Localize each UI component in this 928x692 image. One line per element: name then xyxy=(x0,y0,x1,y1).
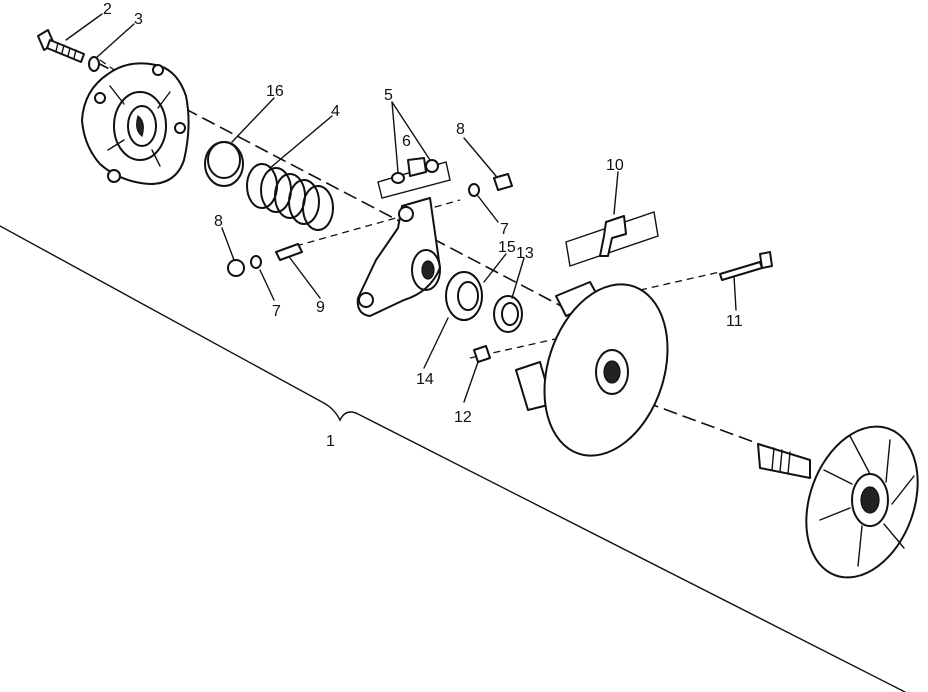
bolt-11 xyxy=(719,261,763,281)
callout-15: 15 xyxy=(498,239,516,256)
callout-5: 5 xyxy=(384,87,393,104)
callout-14: 14 xyxy=(416,371,434,388)
callout-1: 1 xyxy=(326,433,335,450)
pin-8-left xyxy=(227,259,245,277)
pin-axis xyxy=(295,199,461,247)
callout-6: 6 xyxy=(402,133,411,150)
bolt11-axis xyxy=(639,271,721,291)
callout-11: 11 xyxy=(726,313,743,330)
bolt-11-head xyxy=(759,251,773,269)
callout-10: 10 xyxy=(606,157,624,174)
bushing-15-14 xyxy=(445,271,483,321)
leader-lines xyxy=(65,13,737,403)
roller-9 xyxy=(275,243,303,261)
callout-8-top: 8 xyxy=(456,121,465,138)
cover-housing xyxy=(81,62,190,185)
callout-7-left: 7 xyxy=(272,303,281,320)
nut-12 xyxy=(473,345,491,363)
moveable-sheave xyxy=(515,281,669,457)
ring-16 xyxy=(204,141,244,187)
callout-7-right: 7 xyxy=(500,221,509,238)
washer-7-left xyxy=(250,255,262,269)
washer-3 xyxy=(88,56,100,72)
part-10 xyxy=(565,211,659,267)
callout-12: 12 xyxy=(454,409,472,426)
bolt-2 xyxy=(37,29,85,63)
parts-5-6 xyxy=(377,157,451,199)
callout-13: 13 xyxy=(516,245,534,262)
callout-3: 3 xyxy=(134,11,143,28)
callout-16: 16 xyxy=(266,83,284,100)
bolt2-axis xyxy=(99,59,121,75)
callout-2: 2 xyxy=(103,1,112,18)
callout-4: 4 xyxy=(331,103,340,120)
fixed-sheave-fan xyxy=(757,425,919,579)
callout-9: 9 xyxy=(316,299,325,316)
spider-arm xyxy=(356,197,441,317)
pin-8-top xyxy=(493,173,513,191)
spring-4 xyxy=(246,163,334,231)
bushing-13 xyxy=(493,295,523,333)
washer-7-top xyxy=(468,183,480,197)
center-axis-lower xyxy=(644,401,771,449)
callout-8-left: 8 xyxy=(214,213,223,230)
assembly-bracket xyxy=(0,225,906,692)
